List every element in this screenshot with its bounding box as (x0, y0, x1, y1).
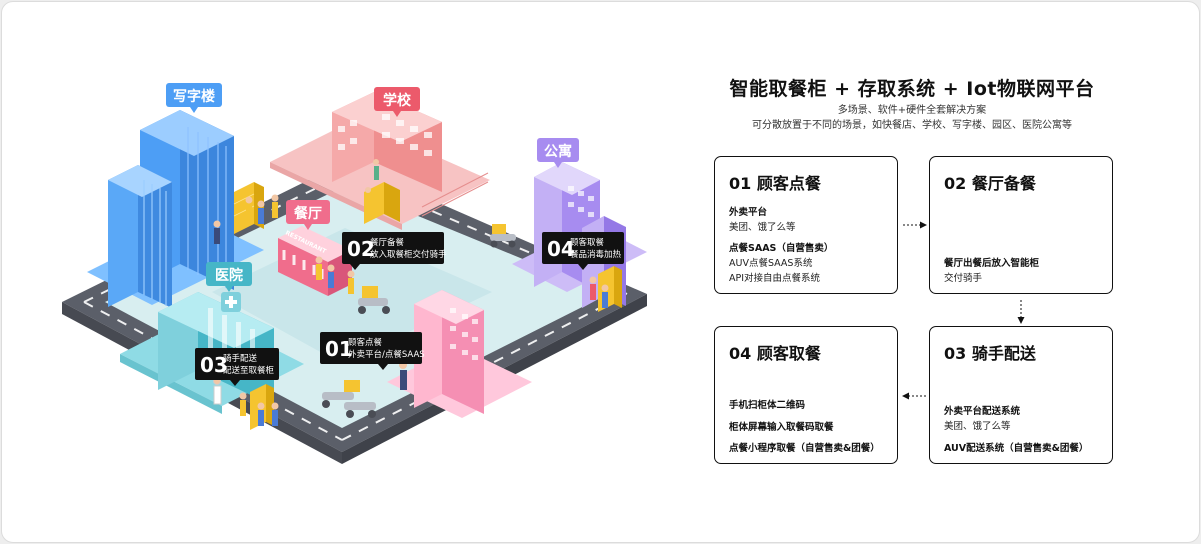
delivery-scooters (322, 224, 516, 418)
bubble-04-num: 04 (547, 237, 575, 261)
step-03-title: 03 骑手配送 (944, 344, 1036, 363)
step-02-box: 02 餐厅备餐 餐厅出餐后放入智能柜 交付骑手 (929, 156, 1113, 294)
center-tower (387, 290, 532, 418)
step-01-line: 美团、饿了么等 (729, 222, 796, 233)
label-apartment-text: 公寓 (544, 143, 572, 160)
arrow-right-icon (903, 221, 927, 229)
label-school: 学校 (374, 87, 420, 117)
school-building (270, 92, 490, 230)
bubble-03-line2: 配送至取餐柜 (223, 365, 275, 376)
bubble-04-line1: 顾客取餐 (570, 237, 605, 248)
label-office: 写字楼 (166, 83, 222, 113)
step-04-line: 柜体屏幕输入取餐码取餐 (729, 422, 834, 433)
bubble-01-num: 01 (325, 337, 353, 361)
bubble-03-line1: 骑手配送 (223, 353, 258, 364)
label-hospital-text: 医院 (215, 267, 243, 284)
label-school-text: 学校 (383, 92, 412, 109)
scooter-3 (490, 224, 516, 248)
bubble-04-line2: 餐品消毒加热 (570, 249, 622, 260)
step-04-title: 04 顾客取餐 (729, 344, 821, 363)
step-01-line: API对接自由点餐系统 (729, 273, 821, 284)
step-01-line: AUV点餐SAAS系统 (729, 258, 813, 269)
isometric-city-illustration: RESTAURANT (62, 83, 647, 464)
step-02-line: 餐厅出餐后放入智能柜 (944, 258, 1040, 269)
label-restaurant: 餐厅 (286, 200, 330, 230)
step-03-line: 外卖平台配送系统 (944, 406, 1021, 417)
step-04-line: 手机扫柜体二维码 (729, 400, 806, 411)
page-title: 智能取餐柜 + 存取系统 + Iot物联网平台 (729, 78, 1095, 100)
bubble-02-line1: 餐厅备餐 (370, 237, 405, 248)
label-apartment: 公寓 (537, 138, 579, 168)
bubble-03: 03 骑手配送 配送至取餐柜 (195, 348, 279, 386)
step-04-box: 04 顾客取餐 手机扫柜体二维码 柜体屏幕输入取餐码取餐 点餐小程序取餐（自营售… (714, 326, 898, 464)
step-01-title: 01 顾客点餐 (729, 174, 821, 193)
label-hospital: 医院 (206, 262, 252, 292)
step-02-line: 交付骑手 (944, 273, 983, 284)
bubble-02: 02 餐厅备餐 放入取餐柜交付骑手 (342, 232, 447, 270)
step-04-line: 点餐小程序取餐（自营售卖&团餐） (729, 443, 880, 454)
scooter-2 (322, 380, 376, 418)
office-building (87, 110, 264, 308)
bubble-03-num: 03 (200, 353, 228, 377)
bubble-01: 01 顾客点餐 外卖平台/点餐SAAS (320, 332, 425, 370)
arrow-down-icon (1017, 300, 1025, 324)
subtitle-2: 可分散放置于不同的场景，如快餐店、学校、写字楼、园区、医院公寓等 (752, 120, 1072, 131)
bubble-02-num: 02 (347, 237, 375, 261)
bubble-01-line2: 外卖平台/点餐SAAS (348, 349, 425, 360)
locker-apartment (598, 266, 622, 312)
label-restaurant-text: 餐厅 (293, 205, 322, 222)
people (213, 159, 609, 426)
bubble-04: 04 顾客取餐 餐品消毒加热 (542, 232, 624, 270)
bubble-02-line2: 放入取餐柜交付骑手 (370, 249, 447, 260)
step-03-line: AUV配送系统（自营售卖&团餐） (944, 443, 1089, 454)
bubble-01-line1: 顾客点餐 (348, 337, 383, 348)
subtitle-1: 多场景、软件+硬件全套解决方案 (837, 105, 987, 116)
step-03-line: 美团、饿了么等 (944, 421, 1011, 432)
label-office-text: 写字楼 (173, 88, 215, 105)
step-02-title: 02 餐厅备餐 (944, 174, 1036, 193)
arrow-left-icon (902, 392, 926, 400)
step-01-line: 外卖平台 (729, 207, 768, 218)
step-01-box: 01 顾客点餐 外卖平台 美团、饿了么等 点餐SAAS（自营售卖） AUV点餐S… (714, 156, 898, 294)
scooter-1 (358, 286, 390, 314)
step-03-box: 03 骑手配送 外卖平台配送系统 美团、饿了么等 AUV配送系统（自营售卖&团餐… (929, 326, 1113, 464)
step-01-line: 点餐SAAS（自营售卖） (729, 243, 834, 254)
